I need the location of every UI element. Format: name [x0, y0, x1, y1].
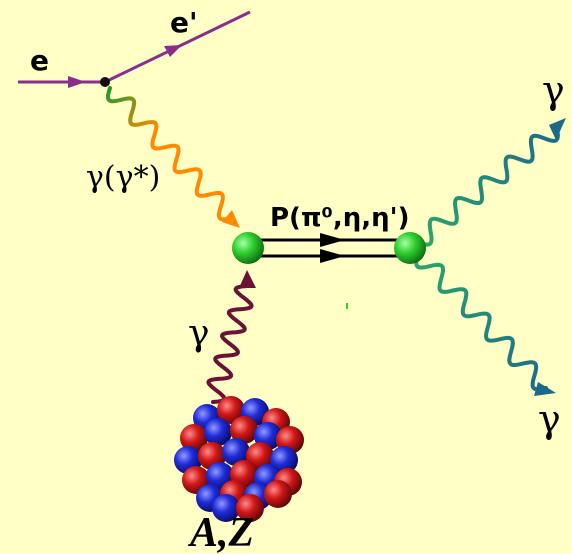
label-coulomb-photon: γ — [188, 313, 210, 354]
nucleus — [174, 396, 304, 522]
decay-vertex — [394, 232, 426, 264]
label-meson: P(π⁰,η,η') — [270, 203, 410, 233]
decay-photon-bottom-line — [414, 252, 548, 392]
electron-lines — [18, 10, 251, 88]
neutron-ball — [270, 446, 298, 474]
production-vertex — [232, 232, 264, 264]
neutron-ball — [212, 494, 240, 522]
label-electron-in: e — [30, 44, 49, 77]
meson-arrow-top — [320, 233, 345, 247]
meson-arrow-bottom — [320, 249, 345, 263]
decay-photon-top-arrow — [549, 118, 566, 140]
proton-ball — [217, 396, 245, 424]
decay-photon-top-line — [416, 126, 560, 247]
decay-photon-bottom-arrow — [534, 382, 556, 396]
neutron-ball — [222, 438, 250, 466]
meson-propagator — [248, 233, 410, 263]
virtual-photon-line — [105, 86, 234, 222]
virtual-photon-arrow — [222, 210, 240, 228]
label-nucleus: A,Z — [187, 510, 254, 554]
label-decay-photon-bottom: γ — [538, 397, 561, 441]
electron-vertex — [100, 77, 110, 87]
coulomb-photon-arrow — [239, 270, 256, 288]
neutron-ball — [204, 418, 232, 446]
proton-ball — [246, 442, 274, 470]
proton-ball — [230, 416, 258, 444]
proton-ball — [264, 480, 292, 508]
proton-ball — [236, 494, 264, 522]
incoming-electron-arrow — [68, 76, 86, 88]
label-decay-photon-top: γ — [542, 68, 565, 112]
coulomb-photon-line — [206, 284, 254, 404]
proton-ball — [180, 424, 208, 452]
label-virtual-photon: γ(γ*) — [86, 160, 160, 195]
stray-mark — [346, 303, 348, 309]
label-electron-out: e' — [170, 6, 198, 39]
outgoing-electron-arrow — [164, 45, 182, 57]
